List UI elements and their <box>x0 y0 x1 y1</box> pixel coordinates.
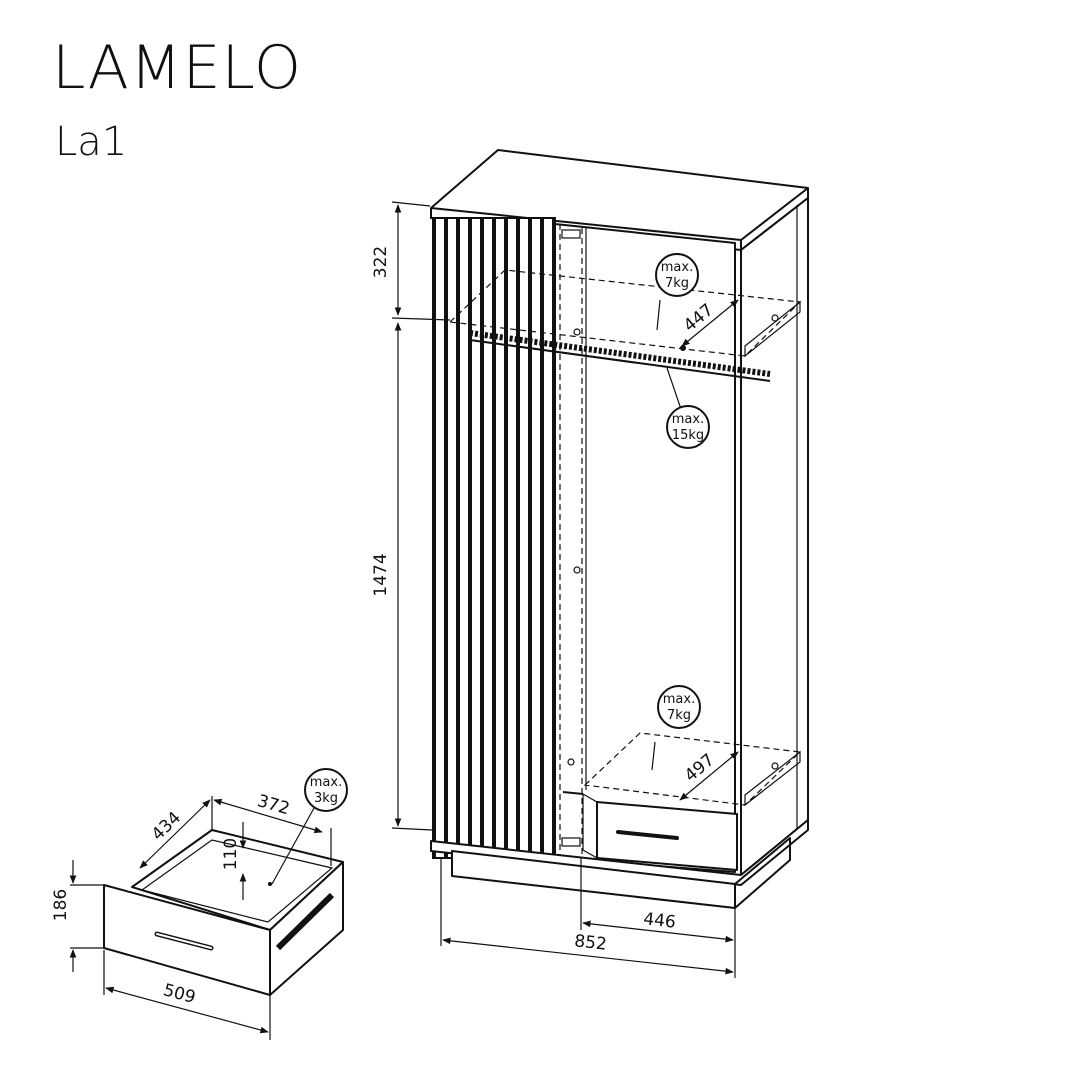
plinth <box>430 819 809 909</box>
svg-text:3kg: 3kg <box>314 791 338 806</box>
dim-186: 186 <box>51 889 71 921</box>
load-bubble-bottom-shelf: max. 7kg <box>657 685 701 729</box>
dim-110: 110 <box>221 838 241 870</box>
svg-text:7kg: 7kg <box>667 708 691 723</box>
lamella-door <box>432 217 556 859</box>
wardrobe <box>430 149 809 909</box>
product-model: La1 <box>55 119 128 165</box>
wardrobe-dimensions <box>391 201 739 978</box>
load-bubble-top-shelf: max. 7kg <box>655 253 699 297</box>
dim-1474: 1474 <box>371 553 391 596</box>
svg-text:max.: max. <box>672 412 704 427</box>
drawer-dimensions <box>69 796 332 1040</box>
svg-text:max.: max. <box>661 260 693 275</box>
dim-446: 446 <box>642 909 676 932</box>
bottom-shelf <box>583 732 802 807</box>
svg-text:15kg: 15kg <box>672 428 704 443</box>
svg-text:7kg: 7kg <box>665 276 689 291</box>
product-title: LAMELO <box>52 33 303 103</box>
hanging-rail <box>469 330 771 382</box>
load-bubble-hanging-rail: max. 15kg <box>666 405 710 449</box>
hinges <box>561 229 581 847</box>
svg-text:max.: max. <box>663 692 695 707</box>
dim-322: 322 <box>371 246 391 278</box>
dim-852: 852 <box>573 931 607 954</box>
right-side-panel <box>740 197 809 876</box>
dim-372: 372 <box>255 791 292 819</box>
dim-434: 434 <box>148 808 185 845</box>
load-bubble-drawer: max. 3kg <box>304 768 348 812</box>
wardrobe-drawer <box>562 791 738 871</box>
drawer-side <box>269 861 344 996</box>
svg-text:max.: max. <box>310 775 342 790</box>
